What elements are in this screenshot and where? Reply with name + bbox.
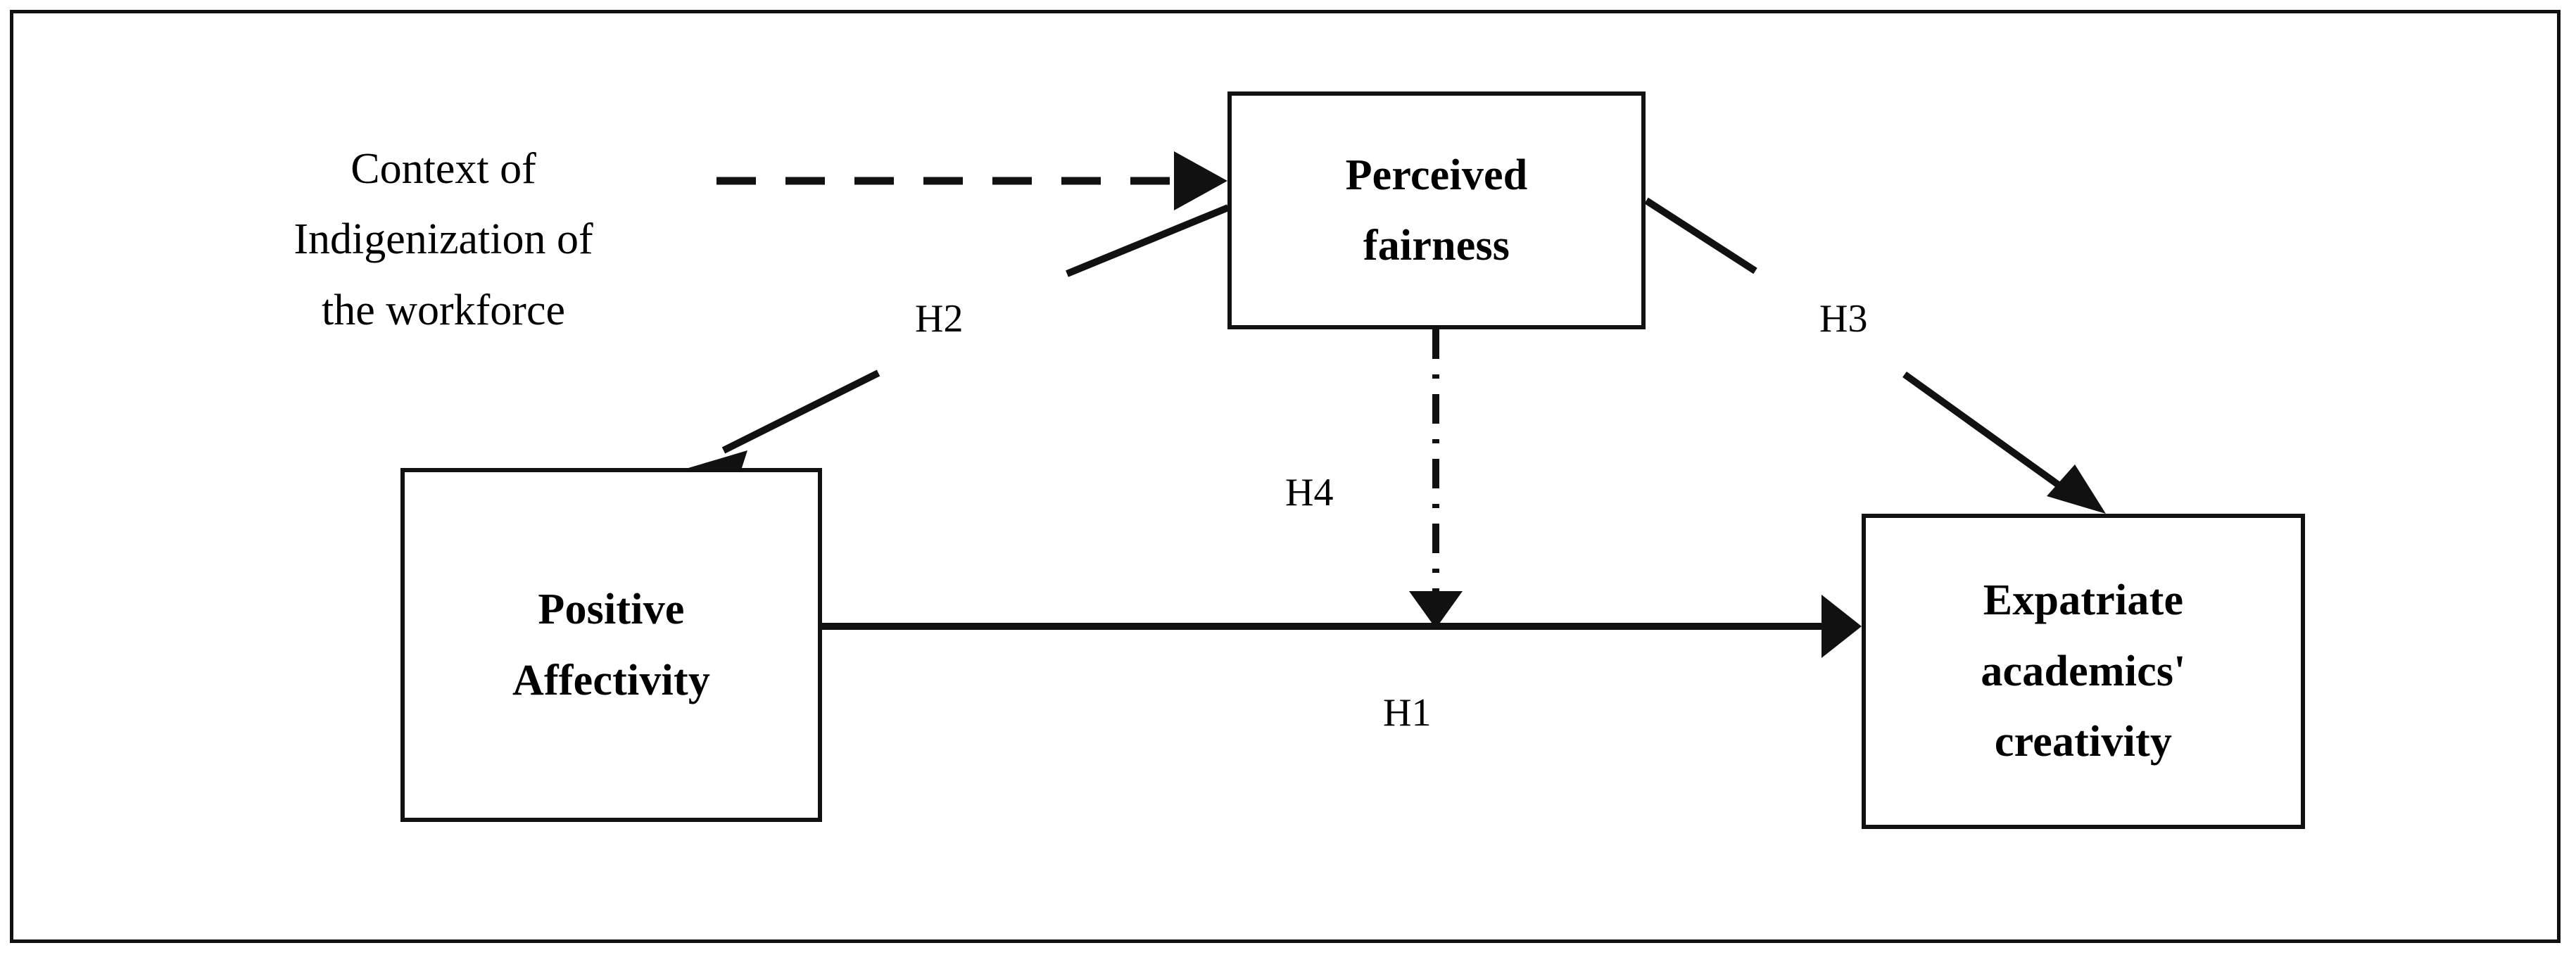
hypothesis-label-h3: H3	[1819, 297, 1868, 341]
context-label-line-1: Context of	[351, 145, 536, 193]
perceived-fairness-line-1: Perceived	[1345, 151, 1528, 199]
hypothesis-label-h4: H4	[1285, 471, 1334, 514]
positive-affectivity-line-2: Affectivity	[512, 656, 711, 704]
hypothesis-label-h1: H1	[1383, 691, 1432, 735]
hypothesis-label-h2: H2	[915, 297, 964, 341]
context-of-indigenization-label: Context of Indigenization of the workfor…	[190, 134, 697, 346]
expatriate-creativity-line-3: creativity	[1994, 718, 2173, 766]
context-label-line-3: the workforce	[322, 286, 565, 334]
construct-box-positive-affectivity: Positive Affectivity	[400, 468, 822, 822]
construct-box-perceived-fairness: Perceived fairness	[1227, 91, 1646, 329]
expatriate-creativity-line-1: Expatriate	[1983, 576, 2184, 625]
construct-box-expatriate-creativity: Expatriate academics' creativity	[1862, 514, 2305, 829]
perceived-fairness-line-2: fairness	[1363, 222, 1510, 270]
context-label-line-2: Indigenization of	[293, 215, 593, 264]
positive-affectivity-line-1: Positive	[538, 586, 685, 634]
expatriate-creativity-line-2: academics'	[1981, 647, 2186, 695]
